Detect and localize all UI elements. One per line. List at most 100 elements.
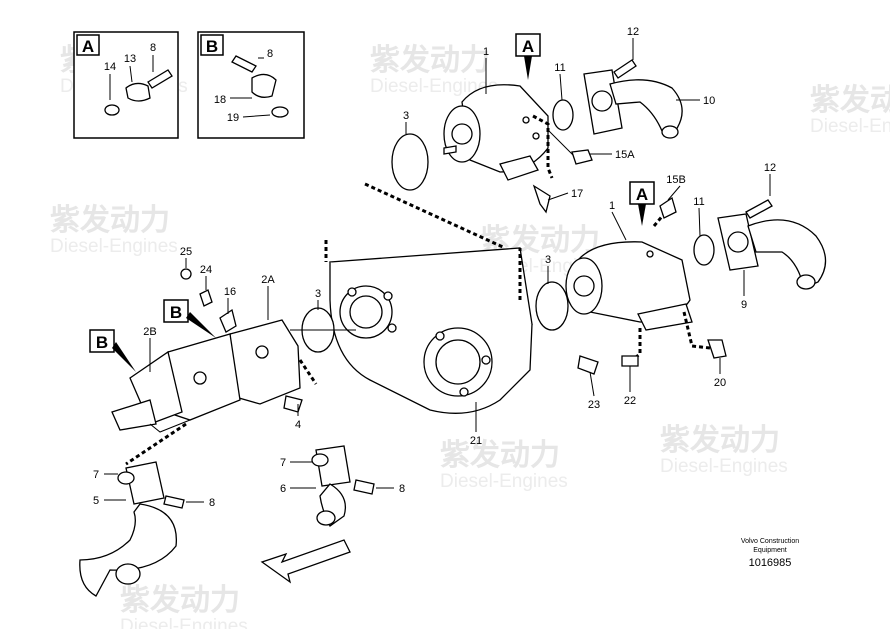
- bolt-icon: [147, 69, 173, 89]
- label-9: 9: [741, 299, 747, 311]
- o-ring-3-top: [391, 133, 429, 191]
- watermark-sub: Diesel-Engines: [810, 116, 890, 137]
- label-15B: 15B: [666, 174, 686, 186]
- suction-elbow-5: [79, 461, 177, 597]
- bolt-4: [283, 395, 303, 413]
- footer-maker-line2: Equipment: [753, 547, 787, 554]
- fitting-23: [577, 355, 599, 375]
- label-1-mid: 1: [609, 200, 615, 212]
- label-3-mid: 3: [545, 254, 551, 266]
- drawing-footer: Volvo Construction Equipment 1016985: [741, 538, 799, 569]
- bolt-12-top: [613, 59, 637, 79]
- detail-box-a-letter: A: [82, 37, 94, 56]
- watermark-sub: Diesel-Engines: [120, 616, 248, 629]
- label-8-mid: 8: [399, 483, 405, 495]
- detail-b-label-8: 8: [267, 48, 273, 60]
- label-12-mid: 12: [764, 162, 776, 174]
- label-12-top: 12: [627, 26, 639, 38]
- suction-elbow-6: [311, 445, 351, 527]
- bolt-8-mid: [353, 479, 375, 495]
- fitting-24: [199, 289, 213, 307]
- label-3-left: 3: [315, 288, 321, 300]
- elbow-flange-9: [717, 213, 827, 290]
- o-ring-3-mid: [535, 281, 569, 331]
- label-21: 21: [470, 435, 482, 447]
- watermark-brand: 紫发动力: [440, 439, 560, 472]
- label-24: 24: [200, 264, 212, 276]
- label-16: 16: [224, 286, 236, 298]
- hydraulic-pump-top: [443, 84, 549, 181]
- clamp-half-icon: [125, 82, 151, 102]
- callout-pump-mid: A: [629, 181, 655, 226]
- bolt-8-left: [163, 495, 185, 509]
- detail-b-label-19: 19: [227, 112, 239, 124]
- pump-drive-housing: [329, 247, 533, 414]
- clamp-half-icon: [251, 73, 277, 98]
- leader-lines: [104, 38, 771, 503]
- plug-25: [180, 268, 192, 280]
- callout-b1-letter: B: [170, 303, 182, 322]
- bolt-12-mid: [745, 199, 773, 219]
- watermark-brand: 紫发动力: [370, 44, 490, 77]
- watermark-brand: 紫发动力: [120, 584, 240, 617]
- label-10: 10: [703, 95, 715, 107]
- label-6: 6: [280, 483, 286, 495]
- callout-a-top-letter: A: [522, 37, 534, 56]
- callout-pump-top: A: [515, 33, 541, 80]
- footer-drawing-number: 1016985: [749, 557, 792, 569]
- label-11-mid: 11: [693, 196, 704, 208]
- fitting-15A: [571, 149, 593, 165]
- bolt-icon: [231, 55, 257, 73]
- label-17: 17: [571, 188, 583, 200]
- o-ring-11-top: [552, 99, 574, 131]
- fitting-15B: [659, 196, 677, 219]
- o-ring-11-mid: [693, 234, 715, 266]
- label-4: 4: [295, 419, 301, 431]
- detail-b-label-18: 18: [214, 94, 226, 106]
- label-25: 25: [180, 246, 192, 258]
- watermark-brand: 紫发动力: [50, 204, 170, 237]
- footer-maker-line1: Volvo Construction: [741, 538, 799, 545]
- callout-left-b2: B: [89, 329, 136, 372]
- watermark-brand: 紫发动力: [810, 84, 890, 117]
- label-15A: 15A: [615, 149, 635, 161]
- elbow-flange-10: [583, 69, 683, 139]
- label-1-top: 1: [483, 46, 489, 58]
- detail-a-label-14: 14: [104, 61, 116, 73]
- watermark-sub: Diesel-Engines: [440, 471, 568, 492]
- callout-b2-letter: B: [96, 333, 108, 352]
- label-11-top: 11: [554, 62, 565, 74]
- label-3-top: 3: [403, 110, 409, 122]
- hydraulic-pump-mid: [565, 241, 693, 331]
- label-2B: 2B: [143, 326, 156, 338]
- part-labels: 1 12 11 10 3 15A 17 1 12 11 15B 3 9 20 2…: [93, 26, 776, 509]
- detail-a-label-13: 13: [124, 53, 136, 65]
- fitting-17: [532, 184, 551, 214]
- detail-box-a: A 14 13 8: [73, 31, 179, 139]
- callout-a-mid-letter: A: [636, 185, 648, 204]
- label-20: 20: [714, 377, 726, 389]
- watermark-brand: 紫发动力: [660, 424, 780, 457]
- detail-box-b-letter: B: [206, 37, 218, 56]
- label-2A: 2A: [261, 274, 275, 286]
- label-23: 23: [588, 399, 600, 411]
- watermark-sub: Diesel-Engines: [370, 76, 498, 97]
- label-7-left: 7: [93, 469, 99, 481]
- detail-a-label-8: 8: [150, 42, 156, 54]
- watermark-sub: Diesel-Engines: [50, 236, 178, 257]
- label-5: 5: [93, 495, 99, 507]
- watermark-sub: Diesel-Engines: [660, 456, 788, 477]
- label-7-mid: 7: [280, 457, 286, 469]
- label-8-left: 8: [209, 497, 215, 509]
- fitting-22: [621, 355, 639, 367]
- fitting-20: [707, 339, 727, 359]
- callout-left-b1: B: [163, 299, 216, 338]
- tandem-pump-left: [111, 319, 301, 433]
- label-22: 22: [624, 395, 636, 407]
- detail-box-b: B 8 18 19: [197, 31, 305, 139]
- o-ring-icon: [104, 104, 120, 116]
- o-ring-icon: [271, 106, 289, 118]
- forward-direction-arrow: [260, 539, 351, 584]
